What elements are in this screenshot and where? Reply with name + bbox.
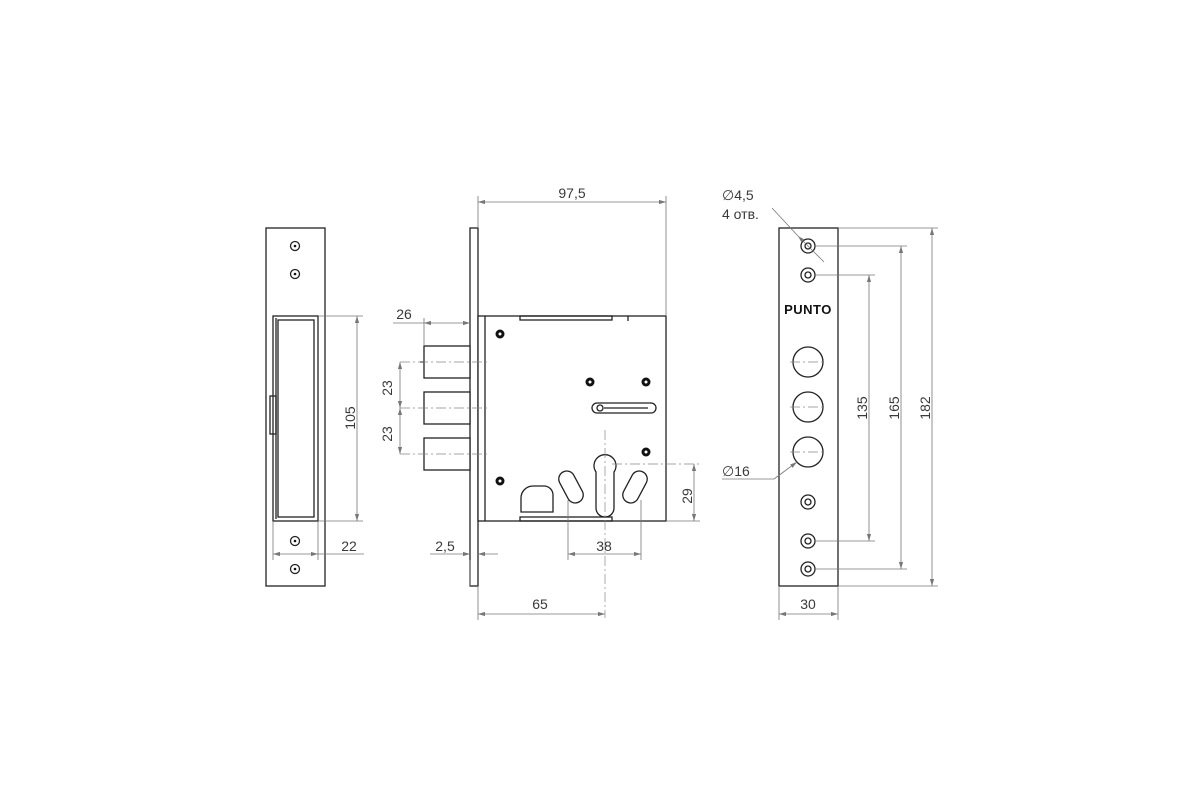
dim-strike-depth: 22 [341,538,357,554]
case-screw-mid-2 [641,377,651,387]
strike-plate-screw-top-2 [289,268,301,280]
dim-screw-hole-diameter: ∅4,5 [722,187,754,203]
dim-hole-span-outer: 165 [886,396,902,420]
dim-screw-spacing: 38 [596,538,612,554]
latch-tab [520,485,554,513]
dim-strike-height: 105 [342,406,358,430]
case-screw-bottom-left [495,476,505,486]
drive-slot [591,402,657,414]
faceplate-bolt-hole-3 [790,436,826,468]
dim-bolt-spacing-2: 23 [379,426,395,442]
cylinder-screw-slot-right [622,470,648,504]
dim-backset: 65 [532,596,548,612]
dim-bolt-projection: 26 [396,306,412,322]
case-screw-right [641,447,651,457]
lock-body-view: 97,5 26 23 23 29 38 2,5 65 [379,185,700,620]
dim-hole-span-inner: 135 [854,396,870,420]
faceplate-view: PUNTO ∅4,5 4 отв. ∅16 135 [722,187,938,620]
lock-faceplate [469,227,479,587]
dim-bolt-spacing-1: 23 [379,380,395,396]
dim-cylinder-height: 29 [679,488,695,504]
strike-plate-view: 105 22 [265,227,364,587]
dim-bolt-hole-diameter: ∅16 [722,463,750,479]
strike-catch [269,395,277,435]
faceplate-bolt-hole-1 [790,346,826,378]
cylinder-screw-slot-left [558,470,584,504]
strike-box-inner [277,319,315,518]
strike-box [272,315,319,522]
dim-plate-width: 30 [800,596,816,612]
brand-logo: PUNTO [784,302,832,317]
faceplate-screw-hole-3 [800,494,816,510]
strike-plate-screw-bottom-2 [289,563,301,575]
dim-screw-hole-count: 4 отв. [722,206,759,222]
dim-lock-depth: 97,5 [558,185,585,201]
case-screw-mid-1 [585,377,595,387]
dim-plate-length: 182 [917,396,933,420]
faceplate-bolt-hole-2 [790,391,826,423]
case-screw-top-left [495,329,505,339]
strike-plate-screw-bottom-1 [289,535,301,547]
dim-faceplate-thickness: 2,5 [435,538,455,554]
strike-plate-screw-top-1 [289,240,301,252]
